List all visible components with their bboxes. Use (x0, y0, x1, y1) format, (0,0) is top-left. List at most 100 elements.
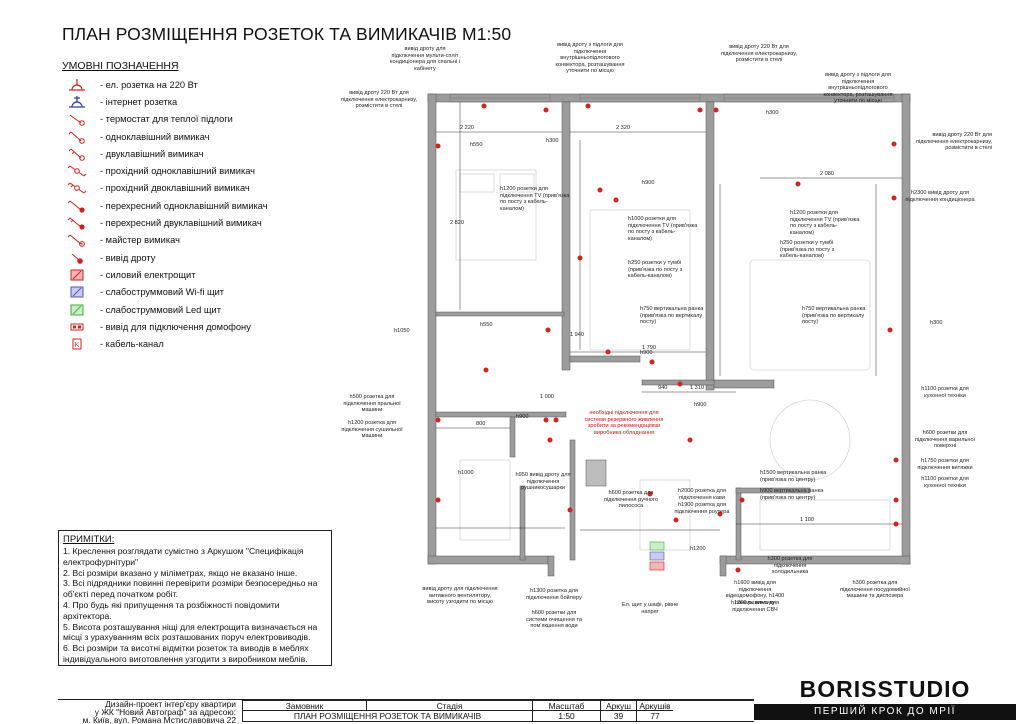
legend-item: - силовий електрощит (62, 266, 342, 283)
callout-label: вивід дроту для підключення мульти-спліт… (390, 46, 460, 72)
sheet-title: ПЛАН РОЗМІЩЕННЯ РОЗЕТОК ТА ВИМИКАЧІВ (243, 711, 533, 722)
page-title: ПЛАН РОЗМІЩЕННЯ РОЗЕТОК ТА ВИМИКАЧІВ М1:… (62, 24, 512, 44)
floor-plan-drawing (427, 93, 911, 577)
callout-label: h1200 розетки для підключення TV (прив'я… (500, 186, 570, 212)
callout-label: h1000 розетки для підключення TV (прив'я… (628, 216, 698, 242)
notes-heading: ПРИМІТКИ: (63, 534, 115, 545)
wifi-panel-icon (62, 285, 92, 300)
callout-label: h300 розетка для підключення холодильник… (767, 556, 813, 576)
intercom-outlet-icon (62, 319, 92, 334)
height-label: h300 (930, 320, 943, 326)
project-address: Дизайн-проект інтер'єру квартири у ЖК "Н… (82, 699, 236, 724)
height-label: h900 (694, 402, 707, 408)
total-sheets: 77 (650, 711, 660, 721)
internet-socket-icon (62, 94, 92, 109)
dimension-label: 1 790 (642, 345, 656, 351)
legend-item: - слабоструммовий Led щит (62, 301, 342, 318)
thermostat-icon (62, 112, 92, 127)
callout-label: h1300 розетка для підключення бойлеру (526, 588, 582, 601)
dimension-label: 2 820 (450, 220, 464, 226)
callout-label: h1100 розетки для кухонної техніки (921, 386, 969, 399)
title-block: Дизайн-проект інтер'єру квартири у ЖК "Н… (58, 699, 1014, 724)
callout-label: вивід дроту з підлоги для підключення вн… (823, 72, 893, 105)
callout-label: h600 розетки для системи очищення та пом… (526, 610, 582, 630)
note-item: 6. Всі розміри та висотні відмітки розет… (63, 643, 309, 664)
walls (427, 93, 911, 577)
header-scale: Масштаб (533, 701, 601, 711)
callout-label: вивід дроту з підлоги для підключення вн… (555, 42, 625, 75)
title-block-divider (58, 699, 1016, 700)
height-label: h900 (642, 180, 655, 186)
studio-name: BORISSTUDIO (799, 676, 971, 702)
windows (449, 93, 895, 103)
legend-item: - перехресний одноклавішний вимикач (62, 197, 342, 214)
dimension-label: 1 100 (800, 517, 814, 523)
height-label: h900 (640, 350, 653, 356)
callout-label: h950 вивід дроту для підключення рушнико… (515, 472, 571, 492)
callout-label: h750 вертикальна ранка (прив'язка по вер… (640, 306, 704, 326)
dimension-lines (436, 102, 902, 531)
pass-through-double-switch-icon (62, 181, 92, 196)
callout-label: h900 вертикальна ранка (прив'язка по цен… (760, 488, 824, 501)
socket-220v-icon (62, 77, 92, 92)
legend-item: - прохідний одноклавішний вимикач (62, 162, 342, 179)
dimension-label: 2 320 (616, 125, 630, 131)
dimension-label: 1 000 (540, 394, 554, 400)
cross-double-switch-icon (62, 216, 92, 231)
callout-label: h300 розетка для підключення посудомийно… (840, 580, 910, 600)
double-switch-icon (62, 146, 92, 161)
single-switch-icon (62, 129, 92, 144)
header-stage: Стадія (367, 701, 533, 711)
dimension-label: 800 (476, 421, 486, 427)
legend-item: - майстер вимикач (62, 232, 342, 249)
svg-text:K: K (75, 342, 80, 349)
note-item: 2. Всі розміри вказано у міліметрах, якщ… (63, 567, 298, 578)
callout-label: h600 розетки для підключення варильної п… (914, 430, 976, 450)
callout-label: h1600 вивід для підключення відеодомофон… (725, 580, 785, 606)
power-panel-icon (62, 267, 92, 282)
callout-label: h500 розетка для підключення пральної ма… (343, 394, 401, 414)
height-label: h550 (480, 322, 493, 328)
legend-item: - вивід дроту (62, 249, 342, 266)
legend-item: - одноклавішний вимикач (62, 128, 342, 145)
note-item: 4. Про будь які припущення та розбіжност… (63, 599, 280, 621)
height-label: h1000 (458, 470, 474, 476)
callout-label: h1200 розетки для підключення TV (прив'я… (790, 210, 860, 236)
cable-channel-icon: K (62, 337, 92, 352)
legend-item: - двуклавішний вимикач (62, 145, 342, 162)
legend-item: K - кабель-канал (62, 335, 342, 352)
header-sheets: Аркушів (637, 701, 673, 711)
header-customer: Замовник (243, 701, 367, 711)
callout-label: необхідні підключення для системи резерв… (584, 410, 664, 436)
notes-box: ПРИМІТКИ: 1. Креслення розглядати суміст… (58, 530, 332, 666)
callout-label: h1100 розетки для кухонної техніки (921, 476, 969, 489)
legend-item: - перехресний двуклавішний вимикач (62, 214, 342, 231)
legend-item: - інтернет розетка (62, 93, 342, 110)
sheet-number: 39 (601, 711, 637, 722)
studio-slogan: ПЕРШИЙ КРОК ДО МРІЇ (754, 704, 1016, 720)
height-label: h300 (546, 138, 559, 144)
legend: - ел. розетка на 220 Вт - інтернет розет… (62, 76, 342, 353)
callout-label: h1750 розетки для підключення витяжки (917, 458, 973, 471)
height-label: h1200 (690, 546, 706, 552)
callout-label: вивід дроту 220 Вт для підключення елект… (915, 132, 992, 152)
pass-through-single-switch-icon (62, 164, 92, 179)
callout-label: h250 розетки у тумбі (прив'язка по посту… (628, 260, 683, 280)
dimension-label: 1 940 (570, 332, 584, 338)
height-label: h1050 (394, 328, 410, 334)
callout-label: h2000 розетка для підключення кави (677, 488, 727, 501)
callout-label: вивід дроту 220 Вт для підключення елект… (720, 44, 798, 64)
callout-label: h1900 розетка для підключення роутера (674, 502, 730, 515)
legend-item: - прохідний двоклавішний вимикач (62, 180, 342, 197)
electrical-panels (649, 541, 665, 571)
callout-label: вивід дроту 220 Вт для підключення елект… (340, 90, 418, 110)
dimension-label: 1 310 (690, 385, 704, 391)
dimension-label: 940 (658, 385, 668, 391)
studio-logo: BORISSTUDIO ПЕРШИЙ КРОК ДО МРІЇ (754, 676, 1016, 722)
title-block-table: Замовник Стадія Масштаб Аркуш Аркушів ПЛ… (242, 700, 862, 722)
floor-plan: 2 220 2 320 2 080 2 820 1 940 1 790 1 31… (341, 42, 992, 629)
callout-label: h600 розетка для підключення ручного пил… (603, 490, 659, 510)
legend-item: - ел. розетка на 220 Вт (62, 76, 342, 93)
note-item: 5. Висота розташування ніщі для електрощ… (63, 621, 318, 643)
